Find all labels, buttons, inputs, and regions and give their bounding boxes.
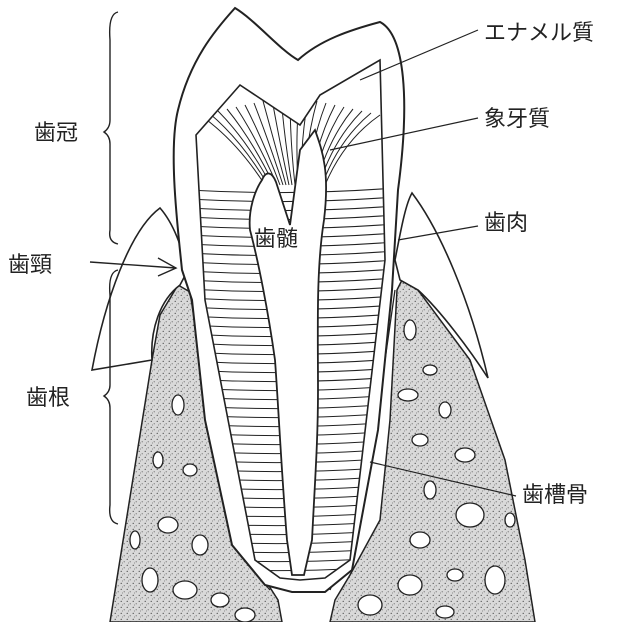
label-enamel: エナメル質 [484, 21, 594, 46]
label-pulp: 歯髄 [254, 227, 298, 252]
label-dentin: 象牙質 [484, 107, 550, 132]
brackets [104, 12, 118, 524]
label-crown: 歯冠 [34, 121, 78, 146]
crown-bracket [104, 12, 118, 244]
label-root: 歯根 [26, 386, 70, 411]
label-gum: 歯肉 [484, 211, 528, 236]
label-alveolar-bone: 歯槽骨 [522, 483, 588, 508]
label-neck: 歯頸 [8, 253, 52, 278]
